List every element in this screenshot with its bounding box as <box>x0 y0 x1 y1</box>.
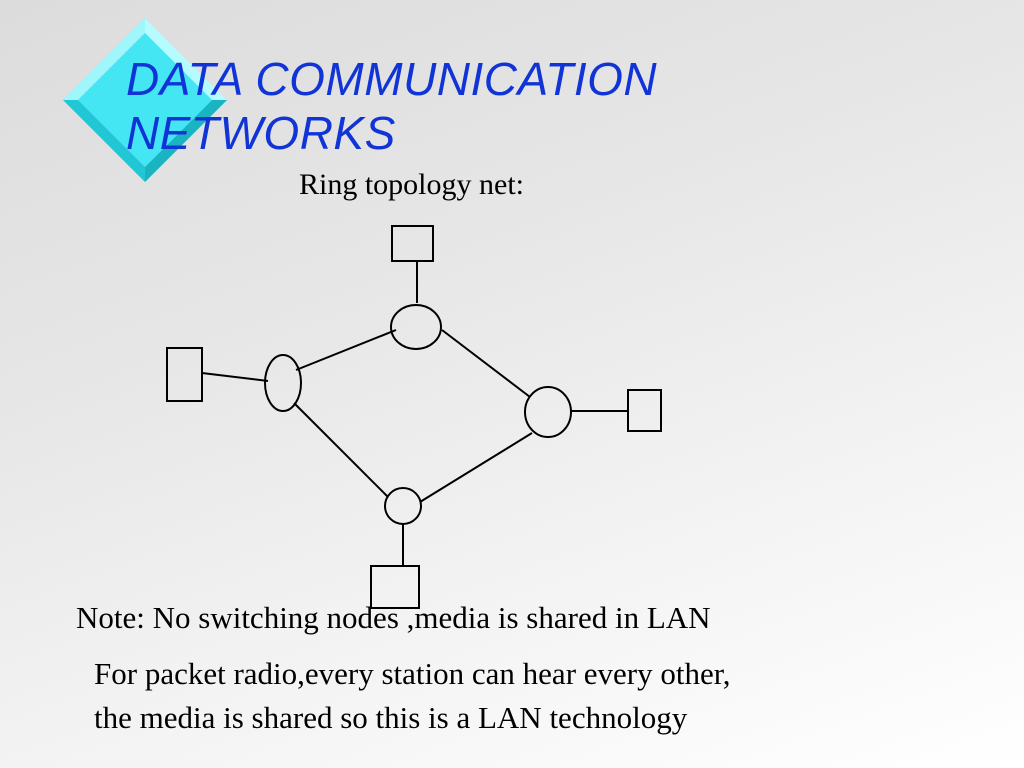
diagram-caption: Ring topology net: <box>299 168 524 201</box>
link-left-top <box>295 329 397 371</box>
body-line-2: the media is shared so this is a LAN tec… <box>94 700 688 735</box>
link-top-right <box>441 329 531 398</box>
title-line-1: DATA COMMUNICATION <box>126 53 658 105</box>
station-top <box>391 225 434 262</box>
title-line-2: NETWORKS <box>126 107 396 159</box>
station-left <box>166 347 203 402</box>
body-paragraph: For packet radio,every station can hear … <box>94 652 731 740</box>
ring-node-bottom <box>384 487 422 525</box>
diamond-decoration <box>63 18 227 182</box>
link-right-bottom <box>419 432 533 503</box>
station-bottom <box>370 565 420 609</box>
body-line-1: For packet radio,every station can hear … <box>94 656 731 691</box>
slide-title: DATA COMMUNICATION NETWORKS <box>126 52 657 160</box>
ring-node-top <box>390 304 442 350</box>
link-bottom-left <box>293 402 389 498</box>
ring-node-right <box>524 386 572 438</box>
ring-node-left <box>264 354 302 412</box>
stub-left <box>201 372 269 382</box>
note-text: Note: No switching nodes ,media is share… <box>76 600 711 635</box>
station-right <box>627 389 662 432</box>
